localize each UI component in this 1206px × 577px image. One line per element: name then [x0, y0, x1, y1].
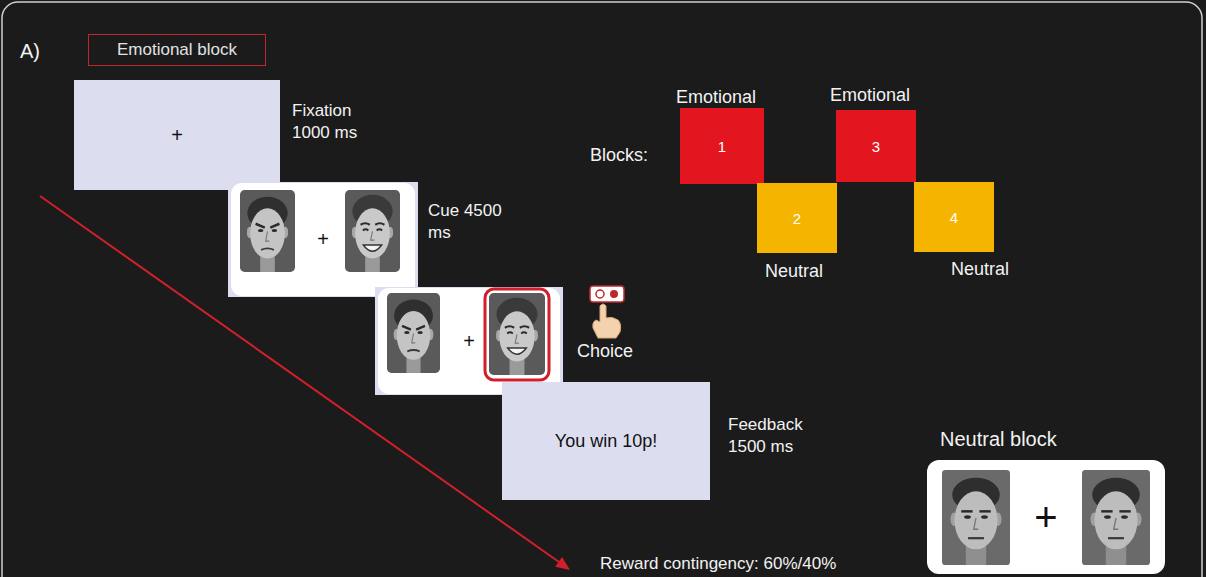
fixation-screen: +	[74, 80, 280, 190]
block-square: 4	[914, 182, 994, 252]
choice-screen: +	[375, 287, 563, 395]
feedback-screen: You win 10p!	[502, 382, 710, 500]
block-type-label: Neutral	[951, 258, 1009, 281]
step-label: Choice	[577, 340, 633, 363]
neutral-block-label: Neutral block	[940, 426, 1057, 452]
neutral-screen: +	[927, 460, 1165, 574]
box-text: +	[317, 228, 329, 251]
block-square: 2	[757, 183, 837, 253]
block-type-label: Emotional	[830, 84, 910, 107]
block-square: 1	[680, 108, 764, 184]
panel-letter: A)	[20, 38, 40, 64]
box-text: +	[171, 124, 183, 147]
box-text: +	[1034, 495, 1057, 540]
block-label-box: Emotional block	[88, 34, 266, 66]
block-square: 3	[836, 110, 916, 182]
cue-screen: +	[228, 182, 418, 297]
button-press-icon	[590, 286, 624, 338]
box-text: Emotional block	[117, 40, 237, 60]
box-text: +	[463, 330, 475, 353]
box-text: 4	[950, 209, 958, 226]
contingency-note: Reward contingency: 60%/40%	[600, 553, 836, 575]
box-text: 3	[872, 138, 880, 155]
time-arrowhead	[555, 557, 570, 570]
box-text: 1	[718, 138, 726, 155]
duration-label: Cue 4500 ms	[428, 200, 504, 244]
duration-label: Feedback 1500 ms	[728, 414, 814, 458]
blocks-label: Blocks:	[590, 144, 648, 167]
block-type-label: Neutral	[765, 260, 823, 283]
box-text: 2	[793, 210, 801, 227]
box-text: You win 10p!	[555, 431, 657, 452]
duration-label: Fixation 1000 ms	[292, 100, 376, 144]
block-type-label: Emotional	[676, 86, 756, 109]
